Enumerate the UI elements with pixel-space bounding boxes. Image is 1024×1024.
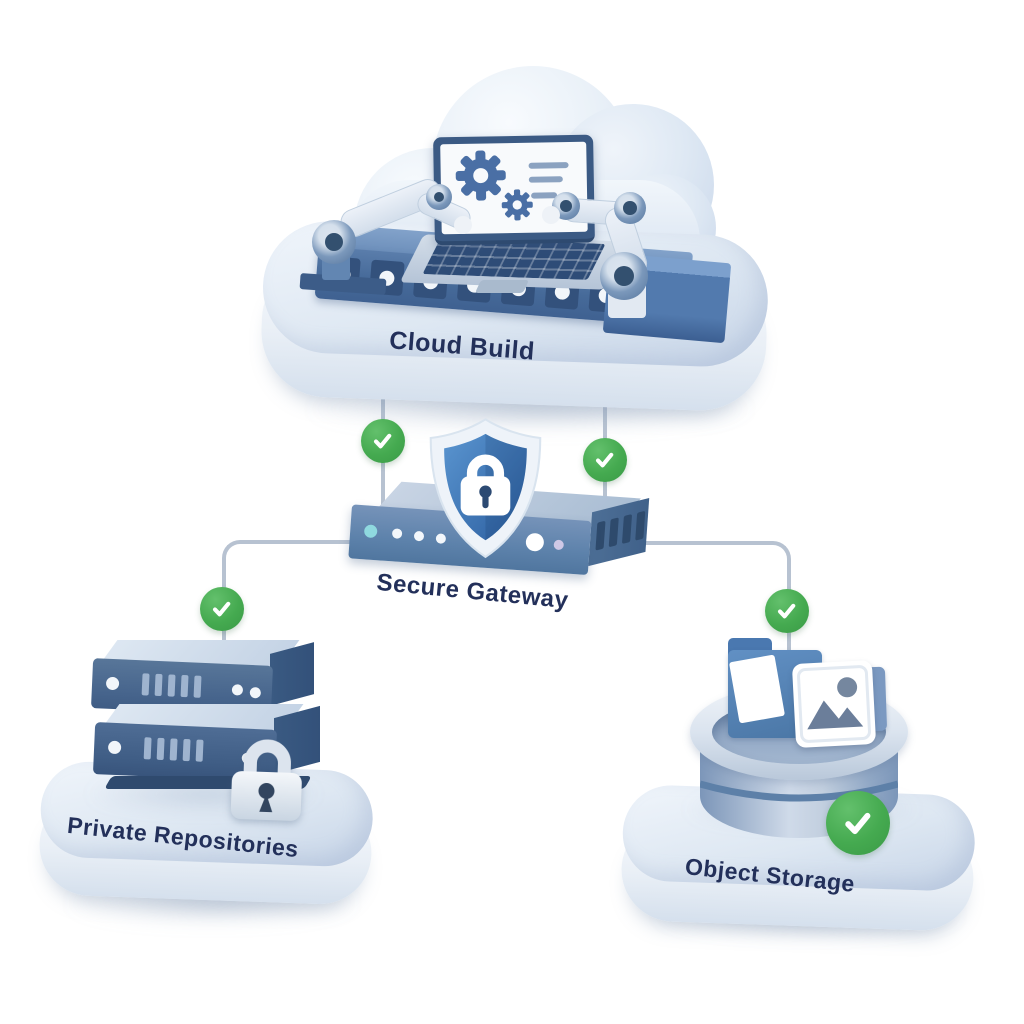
bucket-band — [699, 780, 899, 802]
vent-slot — [167, 674, 176, 697]
laptop-screen — [433, 134, 595, 246]
checkmark-icon — [765, 589, 809, 633]
checkmark-icon — [361, 419, 405, 463]
keyhole-stem — [482, 494, 489, 509]
server-light — [249, 686, 262, 699]
arm-joint — [426, 184, 452, 210]
vent-slot — [635, 510, 646, 541]
vent-slot — [156, 737, 165, 761]
vent-slot — [193, 675, 202, 698]
joint-core — [433, 191, 445, 203]
joint-core — [324, 232, 344, 252]
vent-slot — [621, 514, 633, 544]
laptop-icon — [399, 134, 635, 301]
gear-and-text-graphic — [455, 150, 569, 221]
status-light — [391, 528, 403, 539]
checkmark-icon — [583, 438, 627, 482]
joint-core — [560, 200, 572, 212]
vent-slot — [608, 517, 619, 548]
arm-joint — [600, 252, 648, 300]
vent-slot — [180, 674, 189, 698]
gateway-device-icon — [325, 415, 656, 605]
image-graphic — [797, 665, 871, 743]
status-light-cyan — [363, 524, 378, 539]
checkmark-badge-icon — [826, 791, 890, 855]
laptop-screen-content — [440, 141, 588, 235]
keyhole — [258, 782, 275, 799]
vent-slot — [154, 673, 163, 697]
checkmark-icon — [200, 587, 244, 631]
server-light — [105, 676, 120, 691]
vent-slot — [195, 739, 204, 762]
server-light — [107, 740, 122, 755]
joint-core — [623, 201, 637, 215]
vent-slot — [169, 738, 178, 761]
vent-slot — [141, 673, 150, 696]
arm-joint — [614, 192, 646, 224]
arm-joint — [312, 220, 356, 264]
robot-arm-left-icon — [296, 175, 475, 312]
laptop-touchpad — [474, 280, 530, 293]
keyhole-stem — [259, 793, 273, 813]
server-light — [231, 684, 244, 696]
vent-slot — [182, 738, 191, 762]
joint-core — [613, 265, 635, 287]
lock-shackle — [243, 739, 291, 784]
vent-slot — [595, 520, 606, 551]
vent-slot — [143, 737, 152, 760]
shield-lock-icon — [429, 418, 542, 559]
status-light-lavender — [553, 539, 565, 551]
server-side-face — [270, 642, 314, 706]
padlock-icon — [230, 739, 302, 821]
text-lines-graphic — [528, 162, 569, 199]
folder-page — [728, 654, 786, 724]
arm-gripper — [542, 206, 560, 224]
keyhole — [479, 485, 492, 498]
robot-arm-right-icon — [542, 192, 706, 332]
image-icon — [791, 659, 877, 749]
lock-shackle — [466, 454, 505, 486]
arm-gripper — [454, 216, 472, 234]
gear-icon — [455, 150, 533, 221]
